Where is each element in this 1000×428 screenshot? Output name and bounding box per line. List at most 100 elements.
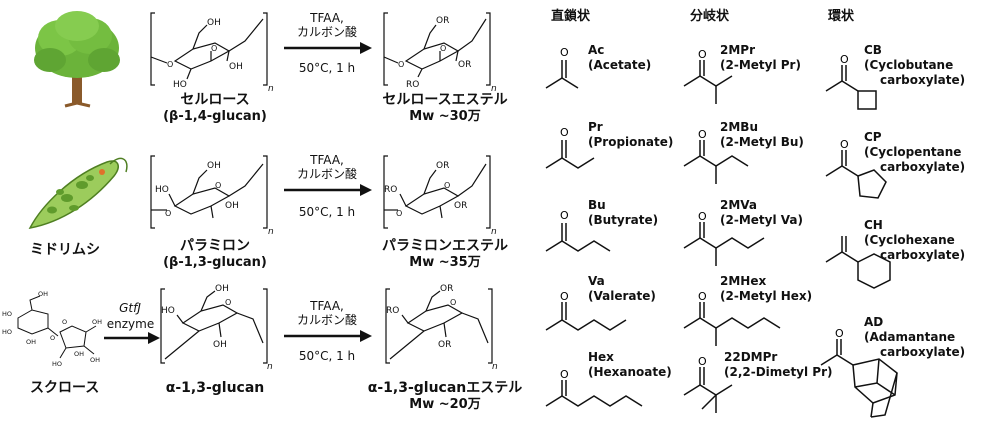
conditions-row3: 50°C, 1 h: [298, 349, 356, 363]
svg-text:O: O: [450, 298, 456, 307]
svg-text:O: O: [560, 290, 569, 303]
polymer-name-paramylon: パラミロン: [180, 238, 250, 254]
svg-text:O: O: [560, 46, 569, 59]
mw-alpha-glucan: Mw ~20万: [409, 397, 481, 412]
reaction-arrow-row1: [284, 42, 372, 54]
polymer-sub-cellulose: (β-1,4-glucan): [163, 109, 267, 124]
svg-text:OR: OR: [440, 284, 453, 294]
svg-text:O: O: [225, 298, 231, 307]
svg-text:O: O: [440, 44, 446, 53]
paramylon-ester-structure: OR O RO O OR n: [383, 155, 497, 237]
svg-text:O: O: [560, 370, 569, 381]
svg-text:OH: OH: [229, 62, 243, 72]
ester-name-paramylon: パラミロンエステル: [382, 238, 508, 254]
svg-text:HO: HO: [2, 328, 12, 336]
svg-text:O: O: [698, 292, 707, 303]
svg-text:OR: OR: [438, 340, 451, 350]
svg-text:O: O: [698, 355, 707, 368]
svg-text:HO: HO: [161, 306, 175, 316]
polymer-name-alpha-glucan: α-1,3-glucan: [165, 380, 265, 396]
svg-text:HO: HO: [155, 185, 169, 195]
polymer-sub-paramylon: (β-1,3-glucan): [163, 255, 267, 270]
svg-text:n: n: [268, 84, 274, 94]
22dmpr-structure: O: [683, 355, 733, 413]
2mbu-structure: O: [683, 130, 749, 184]
alpha-glucan-structure: OH O HO OH n: [160, 284, 273, 372]
svg-text:O: O: [398, 60, 404, 69]
svg-text:O: O: [560, 209, 569, 222]
svg-text:OR: OR: [458, 60, 471, 70]
polymer-name-cellulose: セルロース: [180, 92, 250, 108]
reagent-mid-row3: カルボン酸: [296, 313, 357, 327]
svg-text:O: O: [211, 44, 217, 53]
hex-structure: O: [545, 370, 643, 407]
svg-text:HO: HO: [173, 80, 187, 90]
reaction-arrow-row3: [284, 330, 372, 342]
2mpr-label: 2MPr(2-Metyl Pr): [720, 43, 801, 72]
pr-structure: O: [545, 126, 595, 169]
svg-text:O: O: [835, 327, 844, 340]
svg-text:n: n: [268, 227, 274, 237]
2mhex-label: 2MHex(2-Metyl Hex): [720, 274, 813, 303]
2mhex-structure: O: [683, 292, 781, 346]
euglena-image: [28, 157, 128, 230]
enzyme-label: enzyme: [106, 317, 155, 331]
svg-text:n: n: [267, 362, 273, 372]
svg-text:O: O: [215, 181, 221, 190]
alpha-glucan-ester-structure: OR O RO OR n: [385, 284, 498, 372]
svg-text:O: O: [840, 55, 849, 66]
enzyme-name: GtfJ: [119, 301, 141, 315]
va-structure: O: [545, 290, 627, 331]
sucrose-structure: OH HO HO OH O O OH OH HO OH: [2, 290, 102, 368]
svg-text:OH: OH: [92, 318, 102, 326]
ester-name-alpha-glucan: α-1,3-glucanエステル: [367, 380, 523, 396]
ad-structure: O: [820, 327, 898, 418]
cb-label: CB (Cyclobutane carboxylate): [864, 43, 966, 87]
svg-text:RO: RO: [386, 306, 399, 316]
svg-text:OH: OH: [213, 340, 227, 350]
svg-text:O: O: [698, 212, 707, 223]
cellulose-ester-structure: OR O OR RO O n: [383, 12, 497, 94]
enzyme-arrow: [104, 332, 160, 344]
svg-text:O: O: [165, 209, 171, 218]
paramylon-structure: OH O HO O OH n: [150, 155, 274, 237]
ch-structure: [825, 236, 891, 289]
pr-label: Pr(Propionate): [588, 120, 674, 149]
conditions-row2: 50°C, 1 h: [298, 205, 356, 219]
conditions-row1: 50°C, 1 h: [298, 61, 356, 75]
svg-text:OH: OH: [26, 338, 36, 346]
svg-text:OR: OR: [436, 161, 449, 171]
svg-text:O: O: [396, 209, 402, 218]
svg-text:OH: OH: [225, 201, 239, 211]
svg-text:O: O: [50, 334, 55, 342]
cp-label: CP (Cyclopentane carboxylate): [864, 130, 966, 174]
svg-text:RO: RO: [384, 185, 397, 195]
source-label-euglena: ミドリムシ: [30, 242, 100, 258]
2mpr-structure: O: [683, 50, 733, 104]
svg-text:n: n: [492, 362, 498, 372]
svg-text:O: O: [444, 181, 450, 190]
svg-text:n: n: [491, 227, 497, 237]
cp-structure: O: [825, 140, 887, 199]
svg-text:OH: OH: [38, 290, 48, 298]
2mva-structure: O: [683, 212, 765, 266]
reaction-arrow-row2: [284, 184, 372, 196]
cellulose-structure: OH O OH HO O n: [150, 12, 274, 94]
source-label-sucrose: スクロース: [30, 380, 100, 396]
reagent-mid-row2: カルボン酸: [296, 167, 357, 181]
svg-text:OH: OH: [207, 18, 221, 28]
svg-text:OH: OH: [207, 161, 221, 171]
svg-text:OH: OH: [215, 284, 229, 294]
header-cyclic: 環状: [828, 9, 855, 24]
ch-label: CH (Cyclohexane carboxylate): [864, 218, 966, 262]
22dmpr-label: 22DMPr(2,2-Dimetyl Pr): [724, 350, 833, 379]
va-label: Va(Valerate): [588, 274, 656, 303]
hex-label: Hex(Hexanoate): [588, 350, 672, 379]
svg-text:n: n: [491, 84, 497, 94]
svg-text:O: O: [698, 130, 707, 141]
ester-name-cellulose: セルロースエステル: [382, 92, 508, 108]
header-linear: 直鎖状: [551, 9, 591, 24]
svg-text:HO: HO: [52, 360, 62, 368]
2mbu-label: 2MBu(2-Metyl Bu): [720, 120, 804, 149]
2mva-label: 2MVa(2-Metyl Va): [720, 198, 803, 227]
